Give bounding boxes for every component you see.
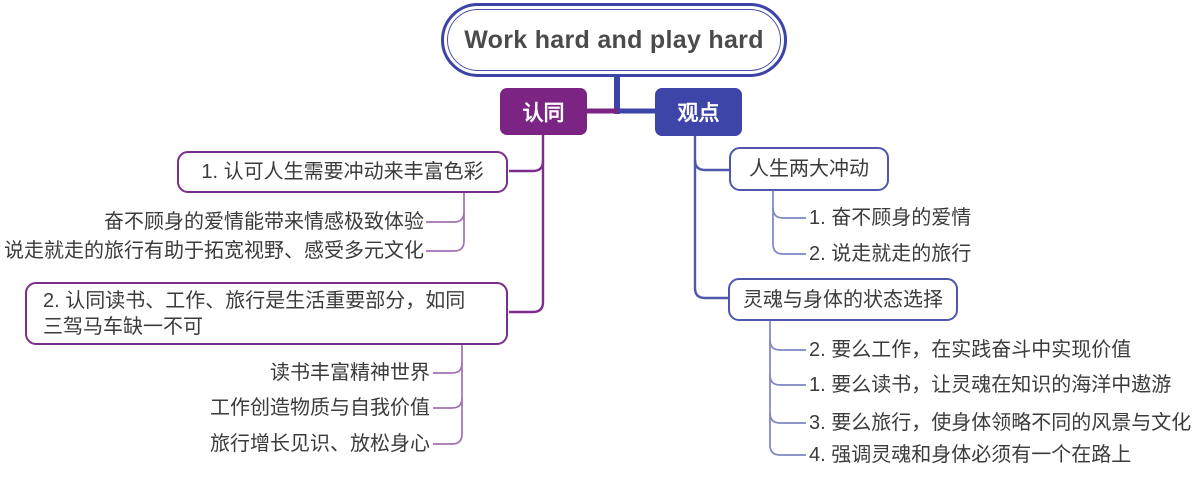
topic-box-agree-1[interactable]: 1. 认可人生需要冲动来丰富色彩: [177, 151, 508, 193]
root-label: Work hard and play hard: [464, 25, 764, 54]
right-leaf-connectors: [769, 191, 806, 456]
left-leaf-connectors: [426, 193, 465, 445]
right-branch-connectors: [693, 136, 730, 300]
topic-box-agree-2[interactable]: 2. 认同读书、工作、旅行是生活重要部分，如同 三驾马车缺一不可: [25, 282, 508, 345]
leaf-view-2-1[interactable]: 2. 要么工作，在实践奋斗中实现价值: [809, 339, 1132, 361]
leaf-view-1-2[interactable]: 2. 说走就走的旅行: [809, 243, 972, 265]
leaf-agree-2-3[interactable]: 旅行增长见识、放松身心: [210, 433, 430, 455]
leaf-agree-2-2[interactable]: 工作创造物质与自我价值: [210, 397, 430, 419]
topic-box-view-1[interactable]: 人生两大冲动: [729, 147, 889, 191]
root-connectors: [587, 76, 656, 114]
leaf-view-1-1[interactable]: 1. 奋不顾身的爱情: [809, 207, 972, 229]
root-node-inner-border: Work hard and play hard: [447, 9, 781, 71]
topic-box-view-2[interactable]: 灵魂与身体的状态选择: [728, 278, 958, 321]
leaf-agree-2-1[interactable]: 读书丰富精神世界: [270, 362, 430, 384]
leaf-view-2-2[interactable]: 1. 要么读书，让灵魂在知识的海洋中遨游: [809, 374, 1172, 396]
branch-node-agree[interactable]: 认同: [500, 88, 587, 135]
root-node[interactable]: Work hard and play hard: [441, 3, 787, 77]
leaf-view-2-3[interactable]: 3. 要么旅行，使身体领略不同的风景与文化: [809, 412, 1192, 434]
branch-node-viewpoint[interactable]: 观点: [655, 88, 742, 136]
leaf-view-2-4[interactable]: 4. 强调灵魂和身体必须有一个在路上: [809, 444, 1132, 466]
leaf-agree-1-2[interactable]: 说走就走的旅行有助于拓宽视野、感受多元文化: [4, 240, 424, 262]
leaf-agree-1-1[interactable]: 奋不顾身的爱情能带来情感极致体验: [104, 211, 424, 233]
left-branch-connectors: [509, 135, 545, 314]
